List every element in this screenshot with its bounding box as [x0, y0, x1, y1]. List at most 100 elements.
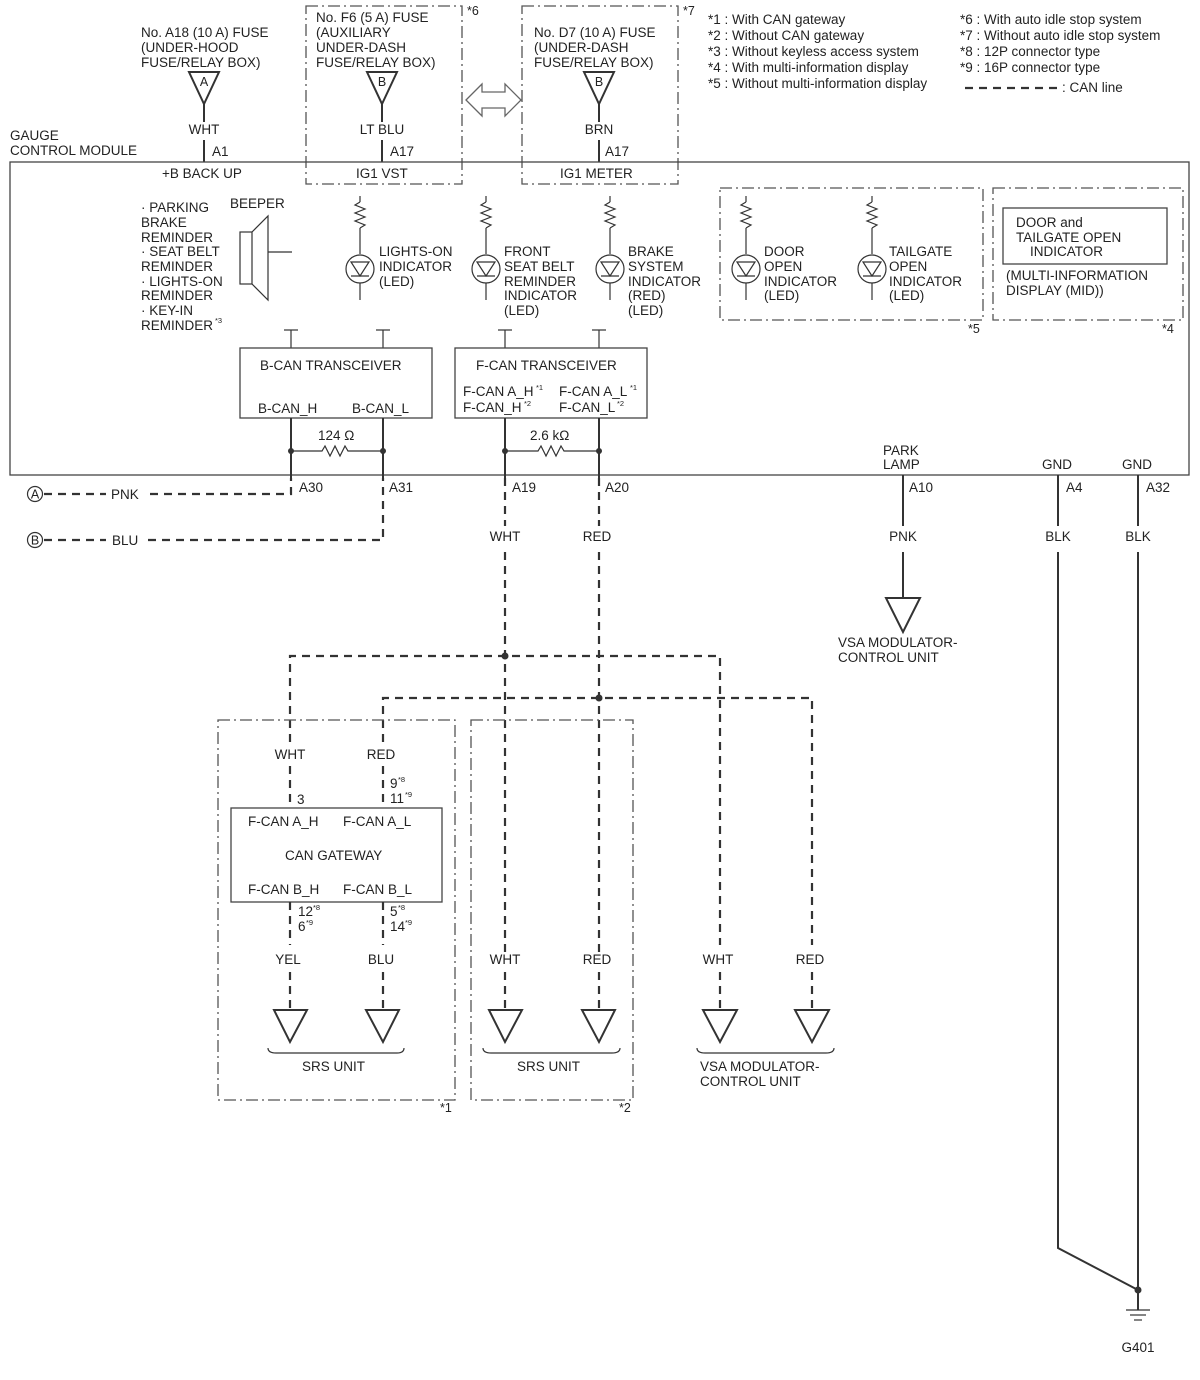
no-mid-note: *5: [968, 322, 980, 336]
legend-note-7: *7 : Without auto idle stop system: [960, 28, 1160, 43]
fuse-a18-label-2: (UNDER-HOOD: [141, 40, 239, 55]
gateway-note-8b: *8: [313, 903, 320, 912]
vsa-dest-1: VSA MODULATOR-: [700, 1059, 820, 1074]
b-can-title: B-CAN TRANSCEIVER: [260, 358, 402, 373]
led-brake-label-3: INDICATOR: [628, 274, 701, 289]
park-lamp-label-1: PARK: [883, 443, 919, 458]
led-lights-on-label-1: LIGHTS-ON: [379, 244, 453, 259]
reminder-line-9: REMINDER: [141, 318, 213, 333]
fuse-a18-pin: A1: [212, 144, 229, 159]
pin-a10: A10: [909, 480, 933, 495]
legend-note-3: *3 : Without keyless access system: [708, 44, 919, 59]
fuse-a18-label-1: No. A18 (10 A) FUSE: [141, 25, 269, 40]
led-icon: [471, 254, 501, 284]
f-can-wire-red: RED: [583, 529, 612, 544]
gateway-group-note: *1: [440, 1101, 452, 1115]
fuse-f6-label-2: (AUXILIARY: [316, 25, 391, 40]
gateway-pin-14: 14: [390, 919, 406, 934]
legend-note-4: *4 : With multi-information display: [708, 60, 909, 75]
gateway-b-h: F-CAN B_H: [248, 882, 319, 897]
resistor-icon: [865, 201, 879, 229]
connector-triangle-icon: [187, 71, 221, 107]
fuse-f6-pin: A17: [390, 144, 414, 159]
f-can-h-label-2: F-CAN_H: [463, 400, 522, 415]
direct-wire-wht: WHT: [490, 952, 521, 967]
reminder-line-5: REMINDER: [141, 259, 213, 274]
park-lamp-dest-2: CONTROL UNIT: [838, 650, 939, 665]
connector-triangle-icon: [364, 1009, 401, 1045]
fuse-d7-label-3: FUSE/RELAY BOX): [534, 55, 654, 70]
park-lamp-label-2: LAMP: [883, 457, 920, 472]
b-can-wire-blu: BLU: [112, 533, 138, 548]
f-can-note-1: *1: [536, 383, 543, 392]
led-seat-belt-label-4: INDICATOR: [504, 288, 577, 303]
legend: *1 : With CAN gateway *2 : Without CAN g…: [708, 12, 1160, 95]
gateway-title: CAN GATEWAY: [285, 848, 382, 863]
fuse-d7-note: *7: [683, 4, 695, 18]
b-can-lines: A PNK B BLU: [26, 478, 385, 549]
beeper-label: BEEPER: [230, 196, 285, 211]
fuse-a18-label-3: FUSE/RELAY BOX): [141, 55, 261, 70]
fuse-a18-wire-color: WHT: [189, 122, 220, 137]
mid-label-5: DISPLAY (MID)): [1006, 283, 1104, 298]
gateway-note-9b: *9: [306, 918, 313, 927]
fuse-a18: No. A18 (10 A) FUSE (UNDER-HOOD FUSE/REL…: [141, 25, 269, 181]
f-can-title: F-CAN TRANSCEIVER: [476, 358, 617, 373]
led-tailgate-label-4: (LED): [889, 288, 924, 303]
f-can-l-label-1: F-CAN A_L: [559, 384, 628, 399]
gateway-note-9a: *9: [405, 790, 412, 799]
b-can-h-label: B-CAN_H: [258, 401, 317, 416]
connector-triangle-icon: [272, 1009, 309, 1045]
connector-triangle-icon: [884, 597, 922, 635]
fuse-f6-connector: B: [378, 75, 386, 89]
led-door-label-1: DOOR: [764, 244, 805, 259]
vsa-dest-2: CONTROL UNIT: [700, 1074, 801, 1089]
resistor-icon: [291, 444, 383, 458]
vsa-group: WHT RED VSA MODULATOR- CONTROL UNIT: [696, 952, 835, 1089]
b-can-l-label: B-CAN_L: [352, 401, 410, 416]
fuse-f6-label-4: FUSE/RELAY BOX): [316, 55, 436, 70]
led-lights-on: LIGHTS-ON INDICATOR (LED): [345, 196, 453, 300]
f-can-note-1b: *1: [630, 383, 637, 392]
led-seat-belt-label-5: (LED): [504, 303, 539, 318]
vsa-wire-red: RED: [796, 952, 825, 967]
led-brake-label-2: SYSTEM: [628, 259, 684, 274]
fuse-d7-label-1: No. D7 (10 A) FUSE: [534, 25, 656, 40]
direct-group-note: *2: [619, 1101, 631, 1115]
connector-triangle-icon: [487, 1009, 524, 1045]
led-icon: [857, 254, 887, 284]
pin-a20: A20: [605, 480, 629, 495]
fuse-f6-wire-color: LT BLU: [360, 122, 405, 137]
gnd-wire-2: BLK: [1125, 529, 1151, 544]
b-can-transceiver: B-CAN TRANSCEIVER B-CAN_H B-CAN_L 124 Ω: [239, 347, 433, 478]
can-gateway-box: [230, 807, 443, 903]
led-tailgate-label-2: OPEN: [889, 259, 927, 274]
led-lights-on-label-3: (LED): [379, 274, 414, 289]
led-door-label-3: INDICATOR: [764, 274, 837, 289]
direct-wire-red: RED: [583, 952, 612, 967]
resistor-icon: [739, 201, 753, 229]
reminder-line-1: · PARKING: [141, 200, 209, 215]
alternative-arrow-icon: [465, 82, 522, 118]
ground-label: G401: [1121, 1340, 1154, 1355]
reminder-line-3: REMINDER: [141, 230, 213, 245]
fuse-f6-label-3: UNDER-DASH: [316, 40, 406, 55]
park-lamp-dest-1: VSA MODULATOR-: [838, 635, 958, 650]
led-seat-belt: FRONT SEAT BELT REMINDER INDICATOR (LED): [471, 196, 577, 318]
module-title-2: CONTROL MODULE: [10, 143, 137, 158]
pin-a32: A32: [1146, 480, 1170, 495]
gateway-pin-3: 3: [297, 792, 305, 807]
fuse-d7: *7 No. D7 (10 A) FUSE (UNDER-DASH FUSE/R…: [521, 4, 695, 185]
gateway-b-l: F-CAN B_L: [343, 882, 413, 897]
led-brake: BRAKE SYSTEM INDICATOR (RED) (LED): [595, 196, 701, 318]
ground-circuit: GND GND A4 A32 BLK BLK G401: [1042, 457, 1170, 1355]
fuse-d7-label-2: (UNDER-DASH: [534, 40, 629, 55]
f-can-h-label-1: F-CAN A_H: [463, 384, 534, 399]
f-can-wire-wht: WHT: [490, 529, 521, 544]
f-can-lines: WHT RED: [288, 478, 814, 1010]
led-brake-label-4: (RED): [628, 288, 666, 303]
reminder-line-6: · LIGHTS-ON: [141, 274, 223, 289]
mid-label-3: INDICATOR: [1030, 244, 1103, 259]
led-tailgate-label-3: INDICATOR: [889, 274, 962, 289]
